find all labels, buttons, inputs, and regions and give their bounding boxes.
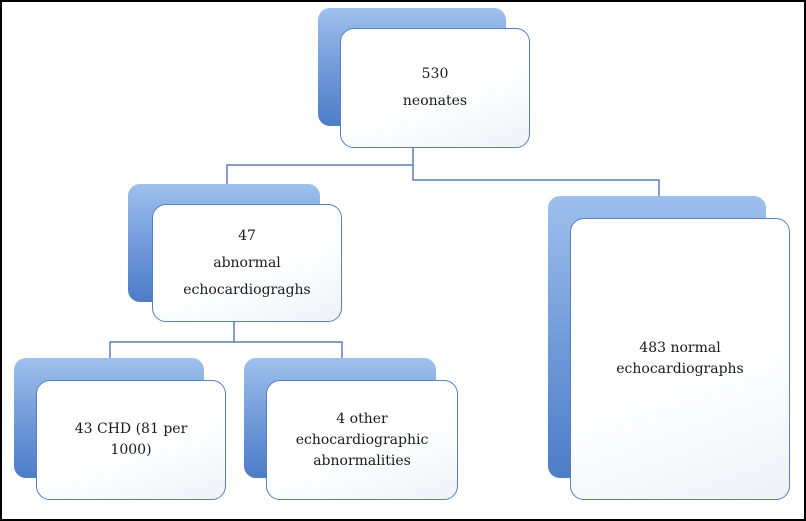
node-chd: 43 CHD (81 per 1000) (14, 358, 226, 500)
root-count: 530 (421, 66, 449, 82)
node-other-card: 4 other echocardiographic abnormalities (266, 380, 458, 500)
other-count-label: 4 other (336, 410, 388, 427)
chd-count-label: 43 CHD (81 per (74, 421, 188, 437)
other-label: echocardiographic (295, 431, 429, 448)
abnormal-label: abnormal (213, 254, 281, 271)
connector-abnormal-other (234, 341, 343, 360)
root-label: neonates (402, 93, 468, 109)
connector-root-children (226, 147, 414, 186)
node-normal-card: 483 normal echocardiographs (570, 218, 790, 500)
node-root-card: 530 neonates (340, 28, 530, 148)
node-abnormal-card: 47 abnormal echocardiograghs (152, 204, 342, 322)
normal-label: echocardiographs (616, 361, 744, 377)
node-normal: 483 normal echocardiographs (548, 196, 790, 500)
node-chd-card: 43 CHD (81 per 1000) (36, 380, 226, 500)
normal-count-label: 483 normal (639, 340, 721, 356)
node-root: 530 neonates (318, 8, 530, 148)
node-abnormal: 47 abnormal echocardiograghs (128, 184, 342, 322)
node-other: 4 other echocardiographic abnormalities (244, 358, 458, 500)
connector-abnormal-children (109, 322, 235, 360)
abnormal-count: 47 (238, 227, 256, 244)
connector-root-normal (412, 165, 660, 198)
other-label-2: abnormalities (313, 452, 411, 469)
chd-rate-label: 1000) (110, 442, 152, 458)
abnormal-label-2: echocardiograghs (183, 281, 311, 298)
